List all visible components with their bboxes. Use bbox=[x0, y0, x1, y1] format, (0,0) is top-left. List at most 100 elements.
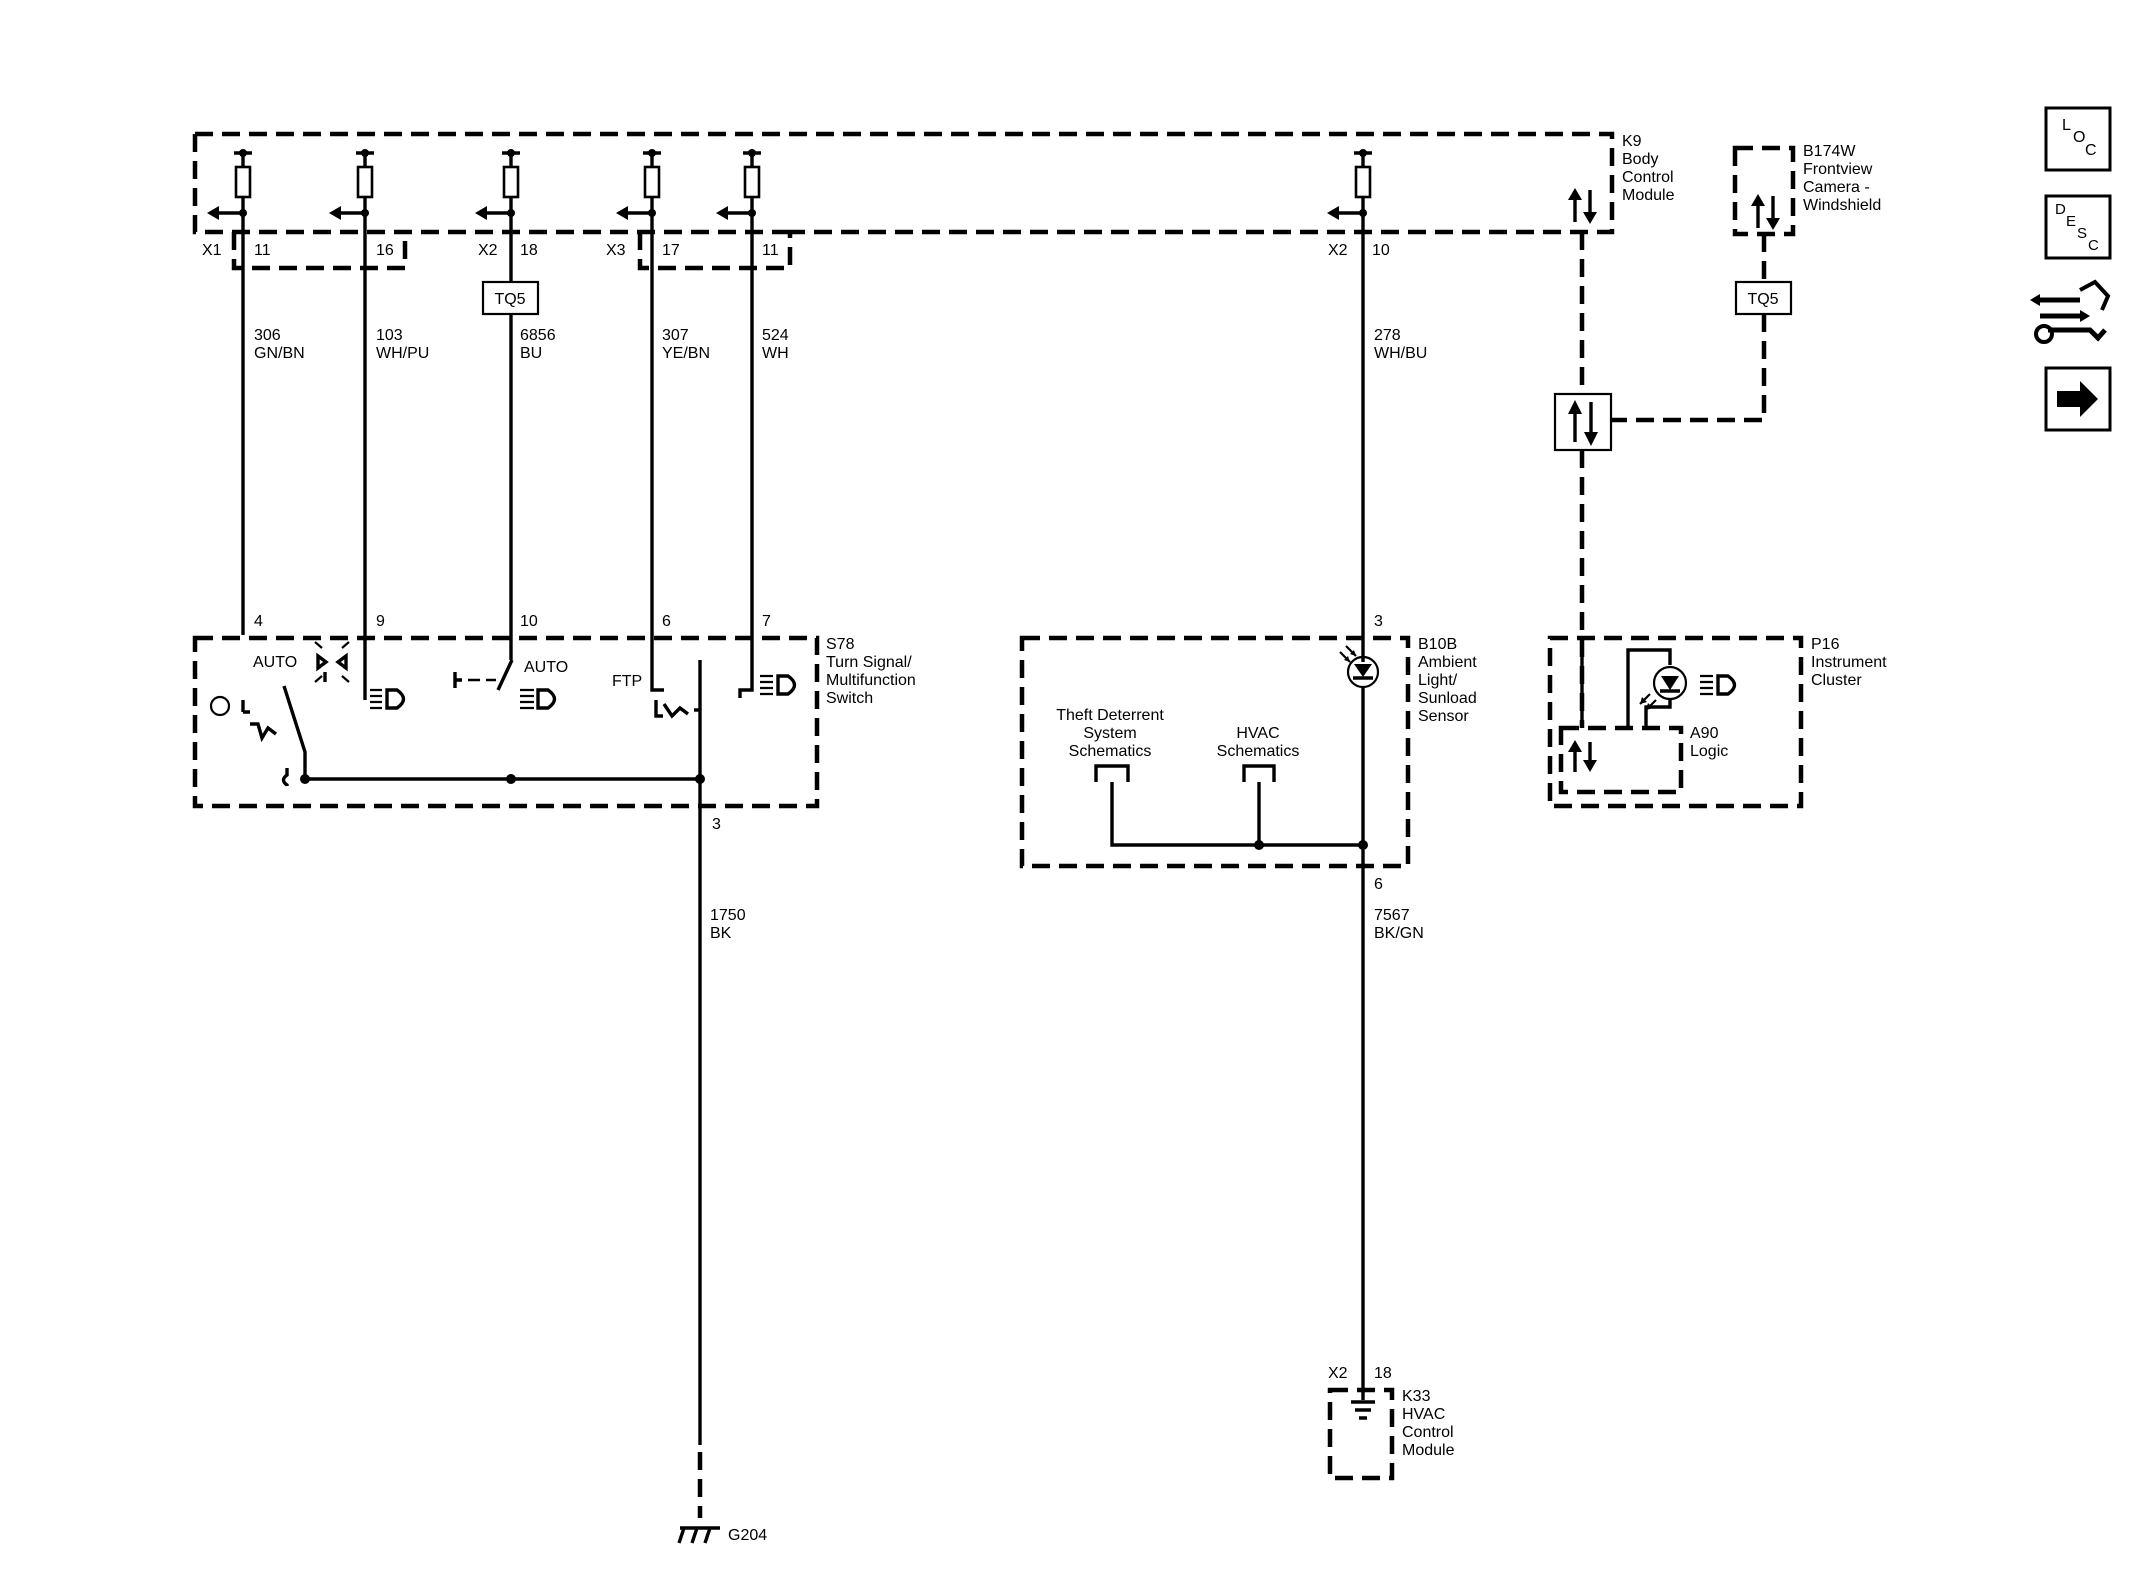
k9-input-resistor-icon bbox=[716, 149, 761, 220]
desc-button[interactable]: D E S C bbox=[2044, 194, 2112, 260]
k9-module-boundary bbox=[192, 131, 1615, 235]
svg-text:6856: 6856 bbox=[520, 327, 556, 344]
svg-text:FTP: FTP bbox=[612, 673, 642, 690]
k9-input-resistor-icon bbox=[616, 149, 661, 220]
k9-input-resistor-icon bbox=[475, 149, 520, 220]
svg-text:Sunload: Sunload bbox=[1418, 690, 1477, 707]
svg-text:P16: P16 bbox=[1811, 636, 1840, 653]
svg-text:Module: Module bbox=[1622, 187, 1675, 204]
svg-text:307: 307 bbox=[662, 327, 689, 344]
s78-pin: 6 bbox=[662, 613, 671, 630]
svg-text:K9: K9 bbox=[1622, 133, 1642, 150]
hvac-schematics-ref: HVAC Schematics bbox=[1217, 725, 1300, 760]
s78-module-boundary bbox=[192, 635, 820, 809]
svg-text:7567: 7567 bbox=[1374, 907, 1410, 924]
svg-text:BK: BK bbox=[710, 925, 732, 942]
connector-x3: X3 bbox=[606, 242, 626, 259]
indicator-led-icon bbox=[1626, 648, 1737, 728]
svg-text:K33: K33 bbox=[1402, 1388, 1431, 1405]
serial-data-splice-icon bbox=[1553, 392, 1613, 452]
wire-label-6856: 6856 BU bbox=[520, 327, 556, 362]
wire-label-103: 103 WH/PU bbox=[376, 327, 429, 362]
svg-text:Light/: Light/ bbox=[1418, 672, 1458, 689]
b10b-reference-bus bbox=[1094, 764, 1368, 850]
k33-pin: 18 bbox=[1374, 1365, 1392, 1382]
svg-text:E: E bbox=[2066, 213, 2076, 230]
p16-module-boundary bbox=[1547, 635, 1804, 809]
k9-input-resistor-icon bbox=[1327, 149, 1372, 220]
svg-text:Windshield: Windshield bbox=[1803, 197, 1881, 214]
k9-pin: 16 bbox=[376, 242, 394, 259]
svg-text:WH: WH bbox=[762, 345, 789, 362]
k9-pin: 11 bbox=[762, 242, 779, 259]
tq5-connector: TQ5 bbox=[481, 280, 540, 316]
x3-connector-group bbox=[637, 232, 793, 271]
k33-label: K33 HVAC Control Module bbox=[1402, 1388, 1455, 1459]
svg-text:System: System bbox=[1083, 725, 1136, 742]
svg-text:O: O bbox=[2073, 129, 2085, 146]
svg-text:Instrument: Instrument bbox=[1811, 654, 1887, 671]
connector-x2-a: X2 bbox=[478, 242, 498, 259]
k9-input-resistor-icon bbox=[329, 149, 374, 220]
s78-pin: 4 bbox=[254, 613, 263, 630]
svg-text:L: L bbox=[2062, 117, 2071, 134]
connector-x2-c: X2 bbox=[1328, 1365, 1348, 1382]
s78-internal-switches: AUTO AUTO FTP bbox=[209, 641, 797, 1445]
connector-tool-icon[interactable] bbox=[2030, 279, 2111, 344]
b10b-pin: 6 bbox=[1374, 876, 1383, 893]
loc-button[interactable]: L O C bbox=[2044, 106, 2112, 172]
svg-text:Body: Body bbox=[1622, 151, 1658, 168]
svg-text:YE/BN: YE/BN bbox=[662, 345, 710, 362]
connector-x1: X1 bbox=[202, 242, 222, 259]
svg-text:HVAC: HVAC bbox=[1236, 725, 1279, 742]
svg-text:WH/PU: WH/PU bbox=[376, 345, 429, 362]
svg-text:Switch: Switch bbox=[826, 690, 873, 707]
svg-text:WH/BU: WH/BU bbox=[1374, 345, 1427, 362]
svg-text:B174W: B174W bbox=[1803, 143, 1856, 160]
svg-text:1750: 1750 bbox=[710, 907, 746, 924]
x1-connector-group bbox=[231, 232, 408, 271]
svg-text:Cluster: Cluster bbox=[1811, 672, 1862, 689]
svg-text:Turn Signal/: Turn Signal/ bbox=[826, 654, 912, 671]
k9-serial-data-icon bbox=[1568, 188, 1597, 224]
svg-text:AUTO: AUTO bbox=[253, 654, 297, 671]
svg-text:103: 103 bbox=[376, 327, 403, 344]
b10b-pin: 3 bbox=[1374, 613, 1383, 630]
svg-text:524: 524 bbox=[762, 327, 789, 344]
svg-text:Camera -: Camera - bbox=[1803, 179, 1870, 196]
theft-deterrent-ref: Theft Deterrent System Schematics bbox=[1056, 707, 1164, 760]
next-arrow-button[interactable] bbox=[2044, 366, 2112, 432]
svg-text:TQ5: TQ5 bbox=[1747, 291, 1778, 308]
wire-label-1750: 1750 BK bbox=[710, 907, 746, 942]
svg-text:GN/BN: GN/BN bbox=[254, 345, 305, 362]
svg-text:AUTO: AUTO bbox=[524, 659, 568, 676]
a90-label: A90 Logic bbox=[1690, 725, 1728, 760]
svg-text:S: S bbox=[2077, 225, 2087, 242]
wire-label-306: 306 GN/BN bbox=[254, 327, 305, 362]
svg-text:BU: BU bbox=[520, 345, 542, 362]
k9-pin: 17 bbox=[662, 242, 680, 259]
svg-text:Schematics: Schematics bbox=[1217, 743, 1300, 760]
s78-pin: 10 bbox=[520, 613, 538, 630]
p16-label: P16 Instrument Cluster bbox=[1811, 636, 1887, 689]
k9-input-resistor-icon bbox=[207, 149, 252, 220]
svg-text:C: C bbox=[2085, 142, 2097, 159]
wire-label-7567: 7567 BK/GN bbox=[1374, 907, 1424, 942]
svg-text:BK/GN: BK/GN bbox=[1374, 925, 1424, 942]
svg-text:C: C bbox=[2088, 237, 2099, 254]
k9-input-circuits bbox=[207, 149, 1372, 220]
connector-x2-b: X2 bbox=[1328, 242, 1348, 259]
svg-text:Ambient: Ambient bbox=[1418, 654, 1477, 671]
svg-text:Logic: Logic bbox=[1690, 743, 1728, 760]
a90-serial-data-icon bbox=[1568, 638, 1597, 772]
s78-pin: 9 bbox=[376, 613, 385, 630]
svg-text:Module: Module bbox=[1402, 1442, 1455, 1459]
svg-text:TQ5: TQ5 bbox=[494, 291, 525, 308]
svg-text:Frontview: Frontview bbox=[1803, 161, 1873, 178]
svg-text:Theft Deterrent: Theft Deterrent bbox=[1056, 707, 1164, 724]
svg-text:D: D bbox=[2055, 201, 2066, 218]
b174w-module-boundary bbox=[1732, 145, 1796, 237]
svg-text:A90: A90 bbox=[1690, 725, 1719, 742]
a90-logic-boundary bbox=[1558, 725, 1684, 795]
